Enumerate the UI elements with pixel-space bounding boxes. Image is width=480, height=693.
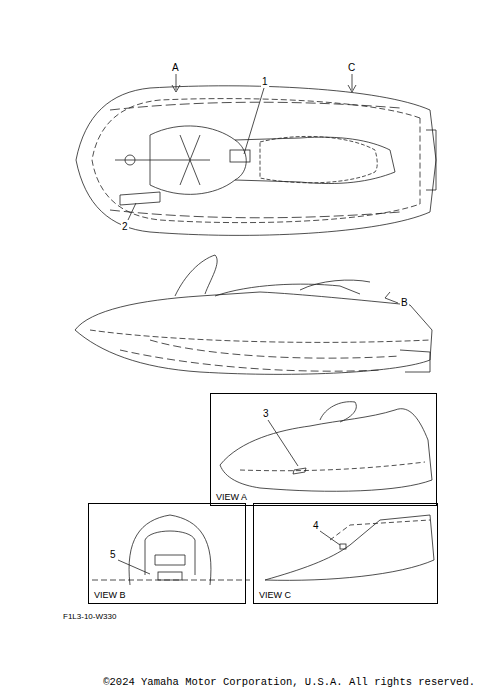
view-label: VIEW C <box>258 590 292 600</box>
callout-number: 1 <box>261 76 269 87</box>
view-frame: VIEW C <box>253 503 438 604</box>
callout-number: 2 <box>121 221 129 232</box>
callout-number: B <box>400 297 409 308</box>
figure-code: F1L3-10-W330 <box>62 611 117 622</box>
callout-number: C <box>347 62 356 73</box>
callout-number: A <box>171 62 180 73</box>
copyright-note: ©2024 Yamaha Motor Corporation, U.S.A. A… <box>102 677 476 688</box>
view-frame: VIEW A <box>210 393 437 506</box>
callout-number: 3 <box>262 408 270 419</box>
callout-number: 4 <box>312 520 320 531</box>
view-label: VIEW B <box>93 590 127 600</box>
callout-number: 5 <box>109 549 117 560</box>
view-label: VIEW A <box>215 492 248 502</box>
